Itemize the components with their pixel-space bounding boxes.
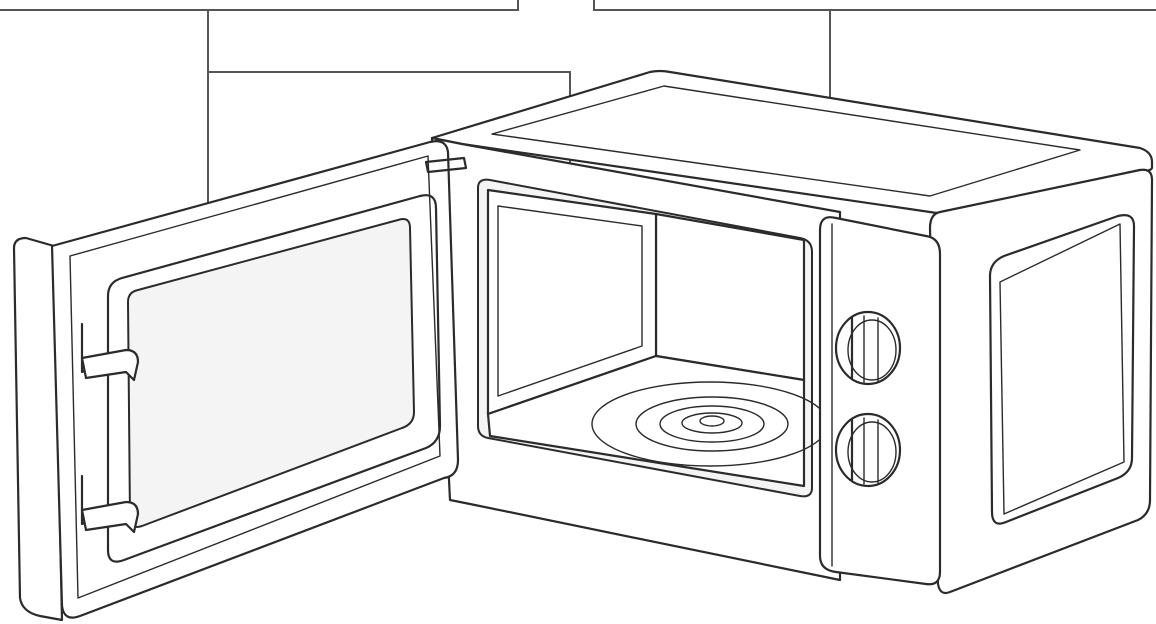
door-latch-upper <box>80 322 140 382</box>
cabinet-side-panel-inner <box>999 223 1125 515</box>
cavity-back-wall <box>654 212 806 382</box>
cabinet-top-panel <box>491 85 1081 197</box>
cabinet-side-panel <box>988 214 1136 525</box>
turntable-hub <box>699 415 725 427</box>
control-panel-face <box>818 216 942 586</box>
turntable-ring-2 <box>635 396 789 452</box>
oven-cavity <box>477 178 829 498</box>
microwave-door <box>12 140 468 622</box>
cavity-left-wall-inner <box>497 205 643 397</box>
turntable-ring-4 <box>681 412 743 434</box>
door-hinge <box>424 156 468 174</box>
power-knob[interactable] <box>834 412 902 488</box>
cabinet-right-side <box>928 168 1154 595</box>
door-window-frame <box>106 194 442 563</box>
turntable-ring-3 <box>659 405 765 443</box>
door-latch-lower <box>80 474 140 534</box>
timer-knob[interactable] <box>834 310 902 386</box>
door-inner-frame <box>69 155 441 599</box>
left-callout-box-edge <box>0 0 519 11</box>
control-panel <box>818 216 942 586</box>
right-callout-box-edge <box>593 0 1156 11</box>
door-edge <box>12 236 64 622</box>
cavity-floor <box>486 354 806 488</box>
